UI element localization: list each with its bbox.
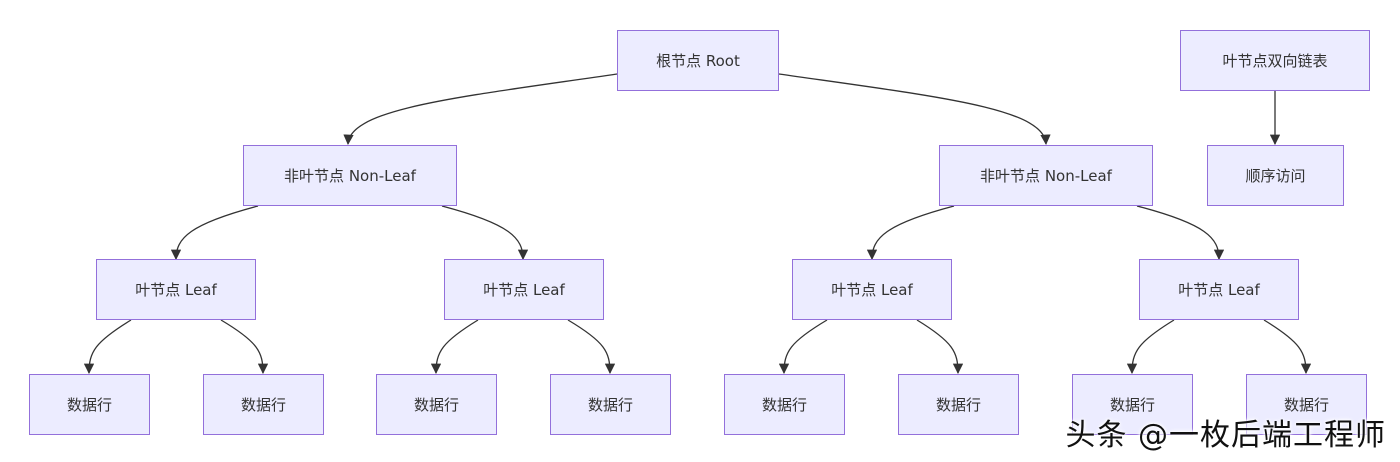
data-row-node-5: 数据行 (724, 374, 845, 435)
edge-leaf2-row3 (430, 319, 479, 375)
edge-nonleaf2-leaf3 (866, 205, 955, 261)
data-row-node-2: 数据行 (203, 374, 324, 435)
data-row-node-1: 数据行 (29, 374, 150, 435)
edge-leaf2-row4 (567, 319, 616, 375)
leaf-node-4: 叶节点 Leaf (1139, 259, 1299, 320)
edge-leaf1-row2 (220, 319, 269, 375)
data-row-node-8: 数据行 (1246, 374, 1367, 435)
leaf-linked-list-node: 叶节点双向链表 (1180, 30, 1370, 91)
edge-root-nonleaf-1 (343, 73, 618, 146)
data-row-node-6: 数据行 (898, 374, 1019, 435)
edge-nonleaf2-leaf4 (1136, 205, 1225, 261)
data-row-node-3: 数据行 (376, 374, 497, 435)
non-leaf-node-right: 非叶节点 Non-Leaf (939, 145, 1153, 206)
edge-leaf3-row6 (916, 319, 964, 375)
edge-leaf4-row8 (1263, 319, 1312, 375)
edge-leaf3-row5 (778, 319, 828, 375)
edge-leaf4-row7 (1126, 319, 1175, 375)
non-leaf-node-left: 非叶节点 Non-Leaf (243, 145, 457, 206)
edge-nonleaf1-leaf1 (170, 205, 259, 261)
sequential-access-node: 顺序访问 (1207, 145, 1344, 206)
leaf-node-3: 叶节点 Leaf (792, 259, 952, 320)
data-row-node-7: 数据行 (1072, 374, 1193, 435)
data-row-node-4: 数据行 (550, 374, 671, 435)
edge-leaf1-row1 (83, 319, 132, 375)
edge-nonleaf1-leaf2 (441, 205, 529, 261)
edge-root-nonleaf-2 (778, 73, 1051, 146)
leaf-node-2: 叶节点 Leaf (444, 259, 604, 320)
root-node: 根节点 Root (617, 30, 779, 91)
leaf-node-1: 叶节点 Leaf (96, 259, 256, 320)
watermark-text: 头条 @一枚后端工程师 (1065, 418, 1386, 453)
